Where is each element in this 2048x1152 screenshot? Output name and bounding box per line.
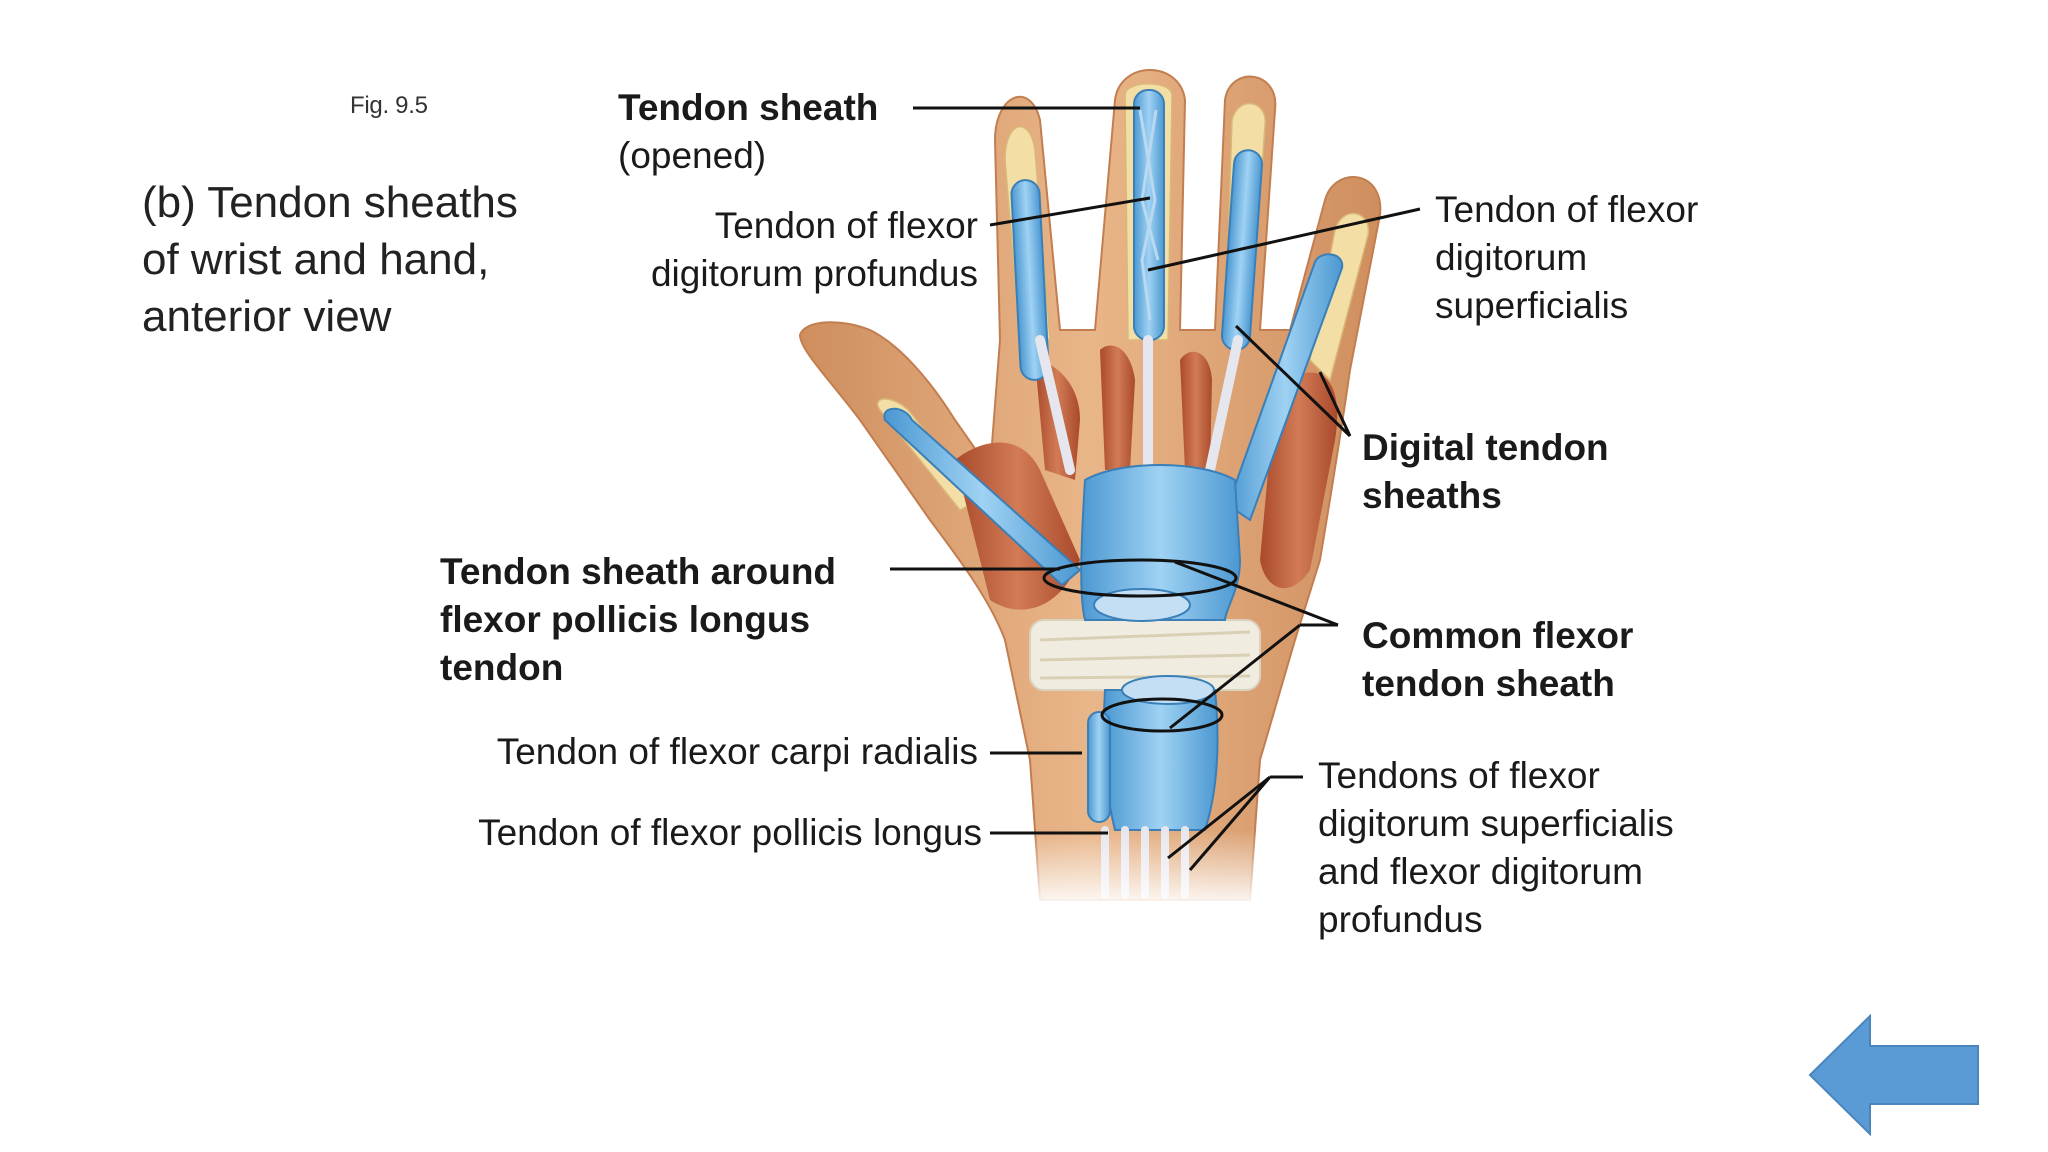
label-tendon-fds-line-1: Tendon of flexor (1435, 189, 1699, 230)
label-fds-fdp-line-2: digitorum superficialis (1318, 803, 1674, 844)
label-sheath-fpl: Tendon sheath around flexor pollicis lon… (440, 548, 836, 692)
leader-lines (890, 106, 1421, 871)
fcr-tendon-sheath (1087, 711, 1111, 823)
label-tendon-fpl-text: Tendon of flexor pollicis longus (478, 812, 982, 853)
label-common-line-1: Common flexor (1362, 615, 1634, 656)
label-tendon-sheath-bold: Tendon sheath (618, 87, 879, 128)
label-opened: (opened) (618, 135, 767, 176)
caption-line-1: (b) Tendon sheaths (142, 178, 518, 227)
label-common-flexor-sheath: Common flexor tendon sheath (1362, 612, 1633, 708)
sheath-outline-rings (1042, 558, 1238, 733)
label-fds-fdp-line-1: Tendons of flexor (1318, 755, 1600, 796)
label-tendon-fcr: Tendon of flexor carpi radialis (497, 728, 978, 776)
label-tendon-fpl: Tendon of flexor pollicis longus (478, 809, 982, 857)
forearm-fade (980, 830, 1320, 910)
label-tendon-fds-line-2: digitorum (1435, 237, 1588, 278)
label-tendon-fcr-text: Tendon of flexor carpi radialis (496, 731, 978, 772)
label-sheath-fpl-line-2: flexor pollicis longus (440, 599, 811, 640)
common-flexor-sheath (1080, 464, 1242, 621)
caption-line-2: of wrist and hand, (142, 235, 490, 284)
caption-line-3: anterior view (142, 292, 392, 341)
back-button[interactable] (1808, 1013, 1980, 1137)
label-tendon-fdp-line-1: Tendon of flexor (714, 205, 978, 246)
label-tendon-fdp-line-2: digitorum profundus (650, 253, 978, 294)
label-digital-line-2: sheaths (1362, 475, 1502, 516)
label-tendon-fds-line-3: superficialis (1435, 285, 1629, 326)
label-sheath-fpl-line-1: Tendon sheath around (440, 551, 837, 592)
label-tendon-sheath-opened: Tendon sheath (opened) (618, 84, 878, 180)
finger-tendons (1035, 335, 1243, 475)
figure-number: Fig. 9.5 (350, 92, 428, 119)
label-tendons-fds-fdp: Tendons of flexor digitorum superficiali… (1318, 752, 1674, 944)
label-digital-tendon-sheaths: Digital tendon sheaths (1362, 424, 1609, 520)
label-common-line-2: tendon sheath (1362, 663, 1615, 704)
label-tendon-fdp: Tendon of flexor digitorum profundus (651, 202, 978, 298)
label-fds-fdp-line-3: and flexor digitorum (1318, 851, 1643, 892)
label-fds-fdp-line-4: profundus (1318, 899, 1483, 940)
label-tendon-fds: Tendon of flexor digitorum superficialis (1435, 186, 1698, 330)
figure-caption: (b) Tendon sheaths of wrist and hand, an… (142, 174, 582, 345)
left-arrow-icon[interactable] (1808, 1013, 1980, 1137)
label-digital-line-1: Digital tendon (1362, 427, 1609, 468)
label-sheath-fpl-line-3: tendon (440, 647, 564, 688)
carpal-tunnel-sheath (1102, 689, 1219, 831)
